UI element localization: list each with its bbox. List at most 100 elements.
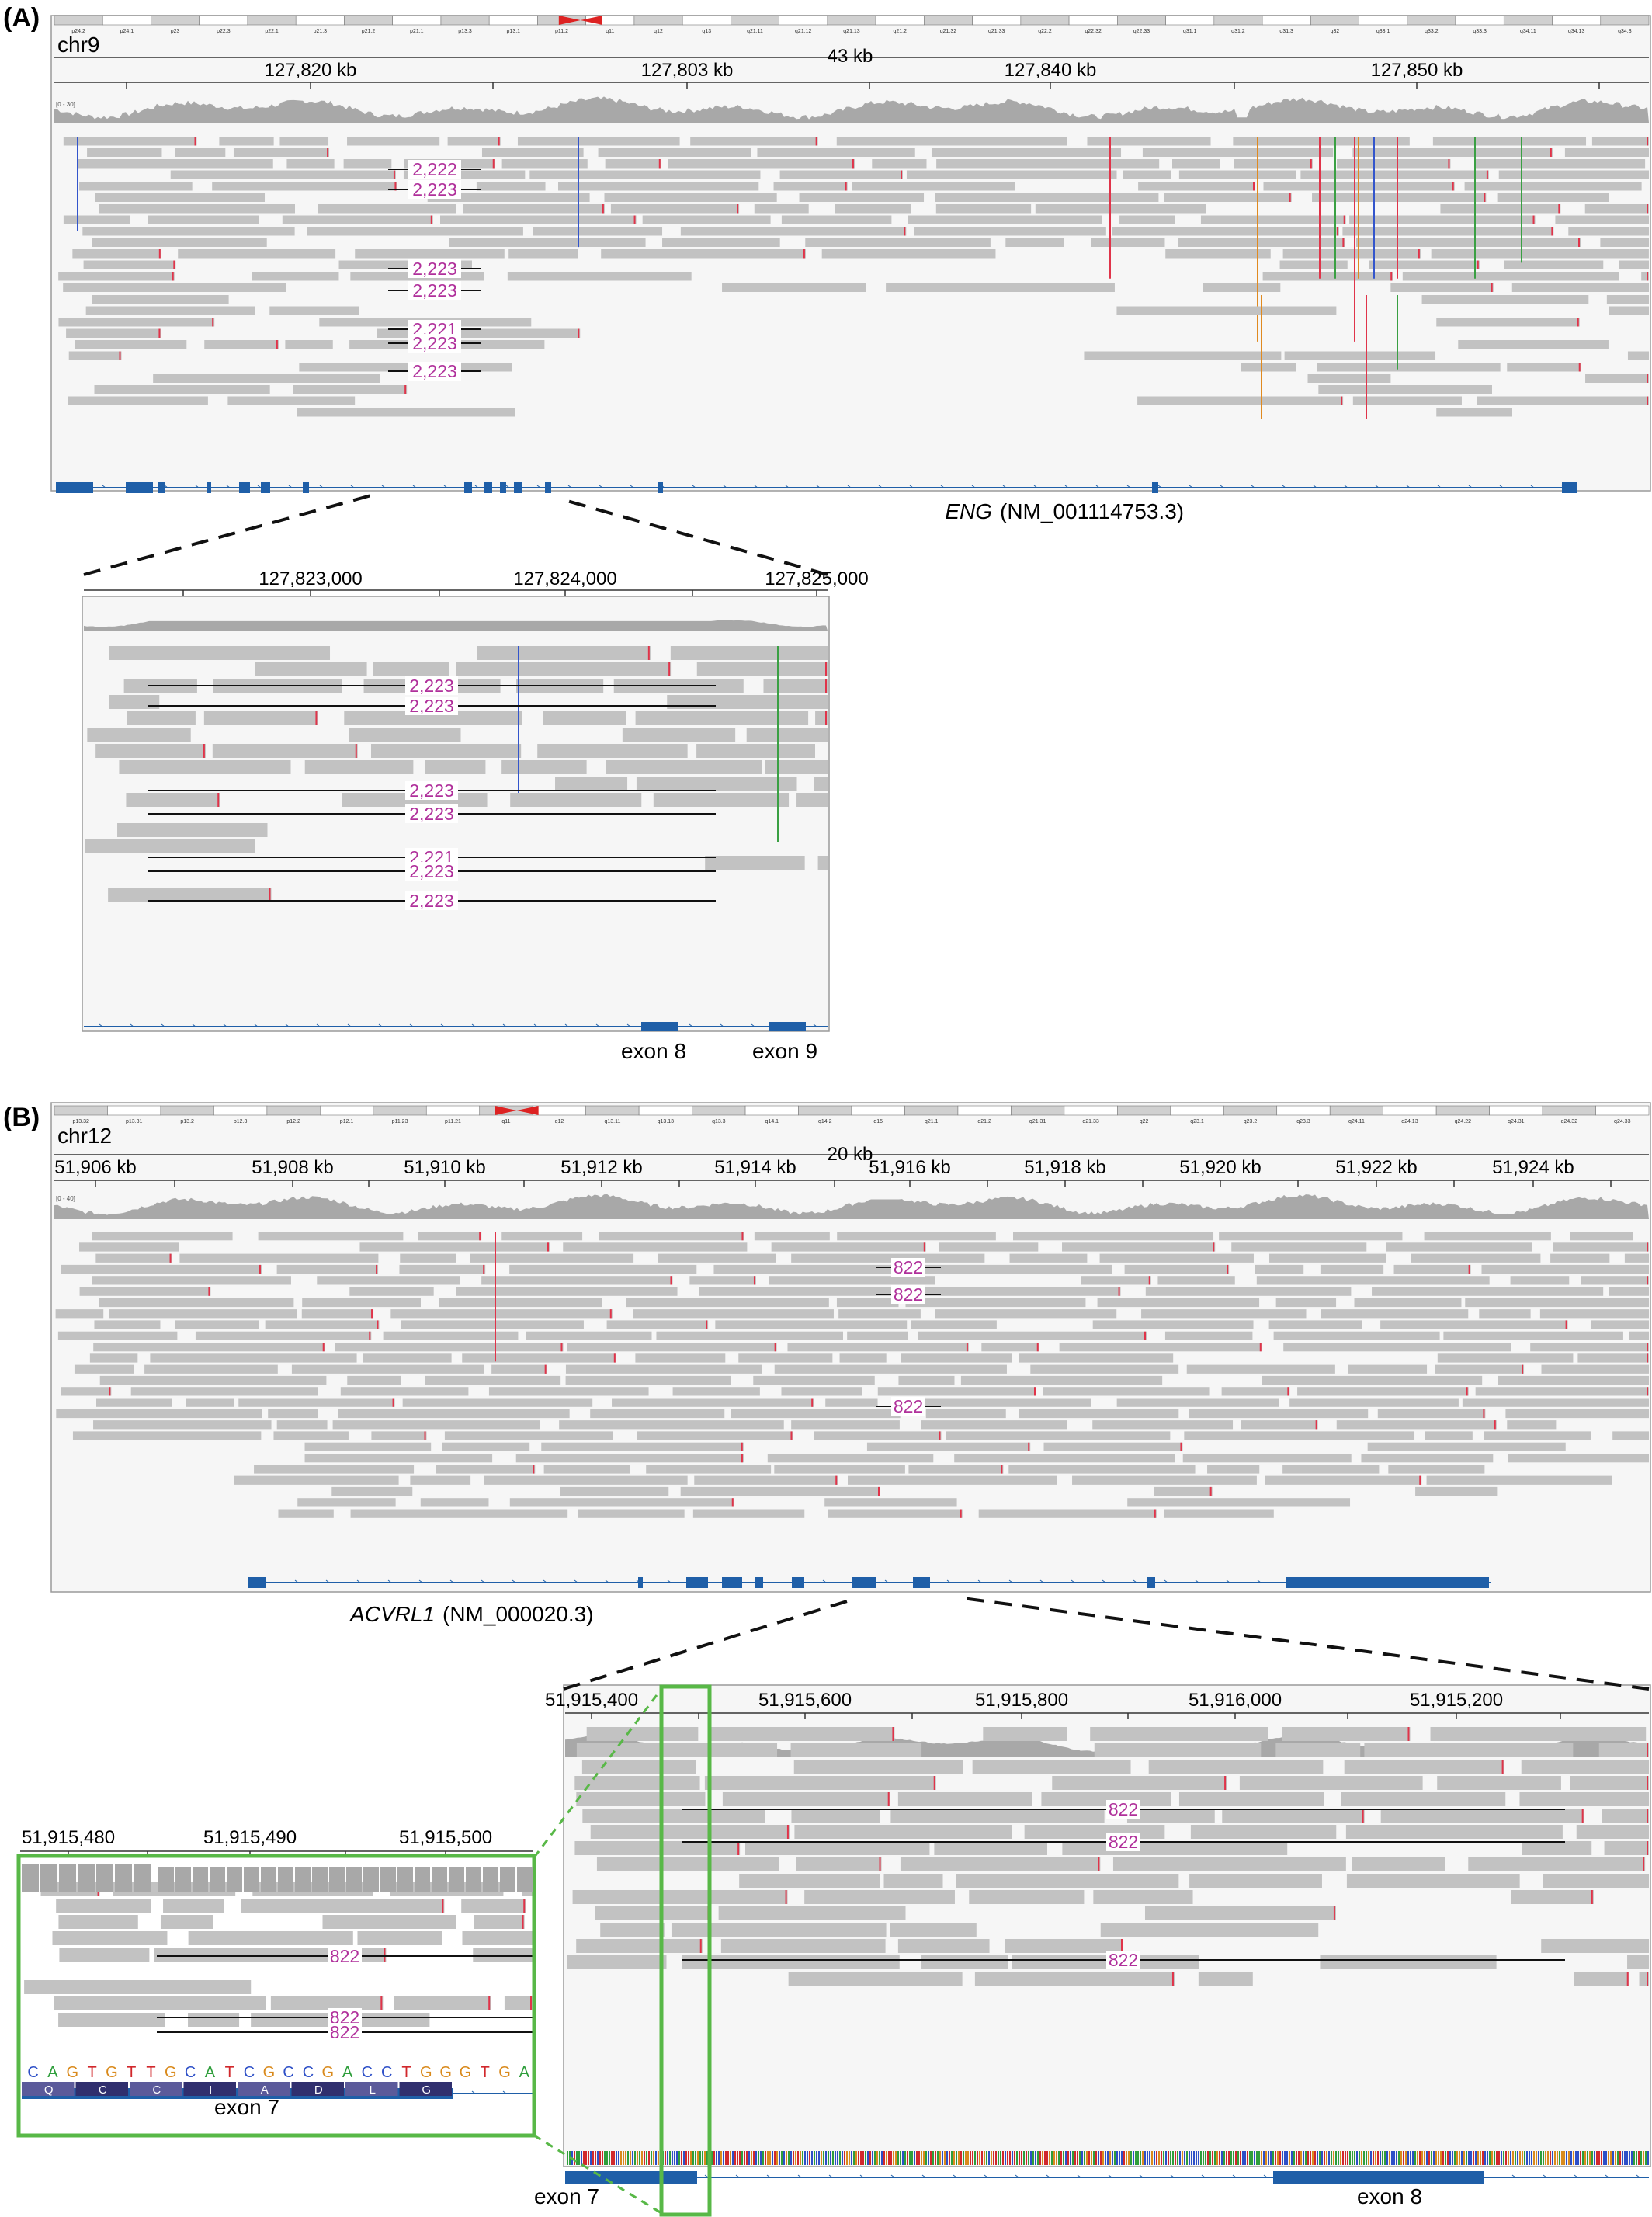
- strand-arrow: [192, 1023, 196, 1027]
- sequence-base: [970, 2151, 971, 2165]
- panel-a-junction: 2,222: [388, 159, 481, 179]
- panel-b-label: (B): [3, 1103, 40, 1132]
- base-zoom-junction: 822: [157, 2022, 533, 2042]
- sequence-base: G: [439, 2064, 452, 2081]
- sequence-base: [988, 2151, 990, 2165]
- sequence-base: [1051, 2151, 1053, 2165]
- sequence-base: [1275, 2151, 1276, 2165]
- read: [576, 1939, 703, 1953]
- read: [1116, 1398, 1279, 1407]
- sequence-base: [1403, 2151, 1404, 2165]
- read: [1367, 1442, 1566, 1451]
- read: [1284, 351, 1436, 360]
- read: [1604, 1841, 1649, 1855]
- sequence-base: [1144, 2151, 1146, 2165]
- sequence-base: [1333, 2151, 1334, 2165]
- exon: [565, 2171, 697, 2184]
- sequence-base: [1191, 2151, 1192, 2165]
- sequence-base: [753, 2151, 755, 2165]
- ideogram-band: [54, 1105, 108, 1116]
- sequence-base: [1435, 2151, 1437, 2165]
- read: [347, 1375, 401, 1385]
- read: [343, 159, 392, 169]
- read: [178, 249, 336, 259]
- read: [1388, 1465, 1485, 1474]
- read: [1297, 1387, 1469, 1396]
- read: [1584, 204, 1649, 214]
- panel-a-chrom: chr9: [57, 33, 99, 57]
- connector-dash: [533, 1688, 663, 1858]
- read: [212, 182, 397, 191]
- read: [79, 1287, 211, 1296]
- sequence-base: [1151, 2151, 1153, 2165]
- read: [1222, 1809, 1365, 1823]
- read: [425, 1375, 561, 1385]
- sequence-base: [1356, 2151, 1358, 2165]
- read: [1282, 1727, 1411, 1741]
- coverage-bar: [397, 1867, 413, 1892]
- ideogram-band: [107, 1105, 161, 1116]
- sequence-base: [1338, 2151, 1339, 2165]
- exon: [1147, 1577, 1155, 1588]
- sequence-base: [644, 2151, 645, 2165]
- read: [836, 137, 1067, 146]
- read: [781, 1387, 862, 1396]
- read: [935, 193, 1159, 202]
- sequence-base: [1536, 2151, 1537, 2165]
- read: [718, 1906, 906, 1920]
- read: [921, 1955, 1008, 1969]
- strand-arrow: [1220, 485, 1224, 488]
- sequence-base: [1317, 2151, 1318, 2165]
- read: [578, 1509, 685, 1518]
- sequence-base: [1026, 2151, 1027, 2165]
- read: [1346, 1874, 1520, 1888]
- sequence-base: [769, 2151, 771, 2165]
- read: [1172, 159, 1220, 169]
- read: [960, 1375, 1163, 1385]
- sequence-base: [1489, 2151, 1491, 2165]
- read: [754, 1232, 830, 1241]
- sequence-base: C: [362, 2064, 373, 2081]
- sequence-base: [1417, 2151, 1418, 2165]
- read: [285, 340, 333, 349]
- read: [95, 1398, 172, 1407]
- sequence-base: [1247, 2151, 1248, 2165]
- sequence-base: [1505, 2151, 1507, 2165]
- sequence-base: [574, 2151, 575, 2165]
- sequence-base: [1184, 2151, 1185, 2165]
- read: [838, 1309, 921, 1319]
- read: [1012, 1955, 1199, 1969]
- sequence-base: [1345, 2151, 1346, 2165]
- sequence-base: [1561, 2151, 1563, 2165]
- sequence-base: [1515, 2151, 1516, 2165]
- read: [1164, 1509, 1274, 1518]
- read: [1255, 1264, 1304, 1274]
- strand-arrow: [630, 485, 634, 488]
- read: [175, 148, 226, 157]
- read: [1273, 1331, 1440, 1340]
- strand-arrow: [1033, 485, 1038, 488]
- read: [268, 1409, 318, 1419]
- sequence-base: [746, 2151, 748, 2165]
- sequence-base: [1116, 2151, 1118, 2165]
- read: [757, 148, 915, 157]
- sequence-base: [1212, 2151, 1213, 2165]
- panel-b-gene-track: [248, 1577, 1491, 1588]
- read: [95, 193, 266, 202]
- sequence-base: [725, 2151, 727, 2165]
- read: [897, 1939, 990, 1953]
- read: [642, 215, 771, 224]
- coverage-bar: [175, 1867, 191, 1892]
- read: [596, 1857, 779, 1871]
- junction-label: 822: [894, 1396, 923, 1416]
- read: [61, 1387, 112, 1396]
- read: [774, 1465, 905, 1474]
- sequence-base: [979, 2151, 980, 2165]
- read: [1265, 1475, 1422, 1485]
- sequence-base: [1046, 2151, 1048, 2165]
- read: [63, 137, 197, 146]
- strand-arrow: [1064, 485, 1069, 488]
- strand-arrow: [599, 485, 603, 488]
- ruler-label: 51,916 kb: [869, 1157, 950, 1178]
